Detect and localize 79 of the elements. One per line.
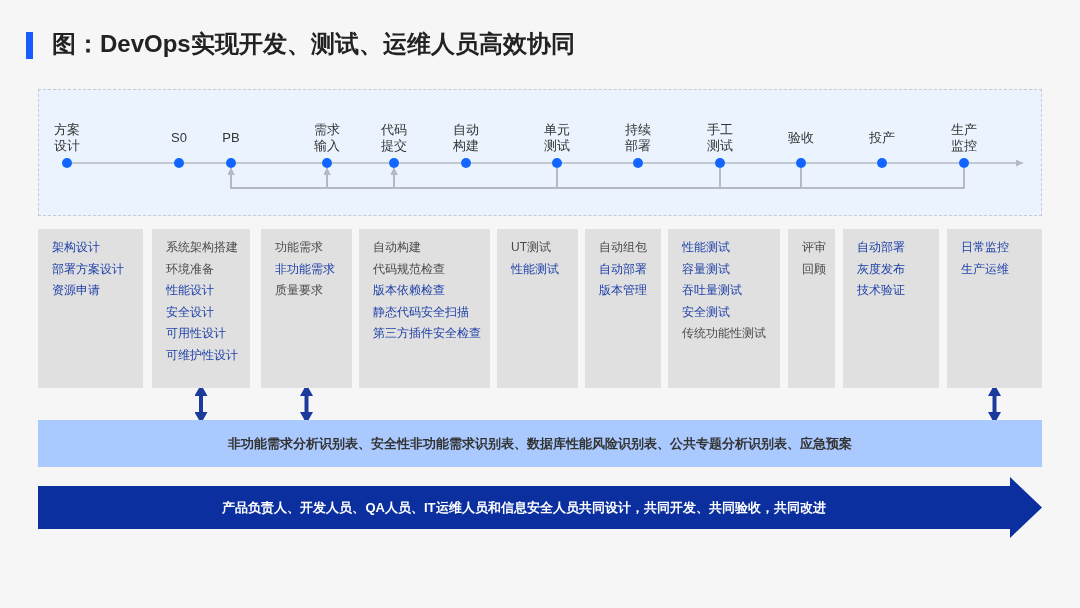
milestone-dot-icon	[322, 158, 332, 168]
list-item: 安全设计	[166, 303, 214, 321]
milestone-label: 需求输入	[313, 122, 341, 154]
list-item: 吞吐量测试	[682, 282, 742, 299]
list-item: 版本依赖检查	[373, 282, 445, 299]
timeline-line	[398, 162, 462, 164]
timeline-line	[724, 162, 797, 164]
timeline-line	[183, 162, 227, 164]
timeline-line	[561, 162, 634, 164]
list-item: UT测试	[511, 239, 551, 256]
milestone-dot-icon	[461, 158, 471, 168]
list-item: 系统架构搭建	[166, 239, 238, 256]
list-item: 灰度发布	[857, 260, 905, 278]
milestone-dot-icon	[715, 158, 725, 168]
stage-card	[261, 229, 352, 388]
milestone-dot-icon	[877, 158, 887, 168]
milestone-label: 代码提交	[380, 122, 408, 154]
milestone-dot-icon	[552, 158, 562, 168]
milestone-label: 单元测试	[543, 122, 571, 154]
diagram-title: 图：DevOps实现开发、测试、运维人员高效协同	[52, 29, 575, 59]
milestone-dot-icon	[226, 158, 236, 168]
milestone-label: 投产	[869, 130, 895, 146]
list-item: 容量测试	[682, 260, 730, 278]
list-item: 传统功能性测试	[682, 325, 766, 342]
list-item: 性能设计	[166, 282, 214, 299]
list-item: 质量要求	[275, 282, 323, 299]
list-item: 技术验证	[857, 282, 905, 299]
list-item: 第三方插件安全检查	[373, 325, 481, 342]
list-item: 代码规范检查	[373, 260, 445, 278]
list-item: 功能需求	[275, 239, 323, 256]
list-item: 日常监控	[961, 239, 1009, 256]
milestone-label: 自动构建	[452, 122, 480, 154]
list-item: 可用性设计	[166, 325, 226, 342]
list-item: 资源申请	[52, 282, 100, 299]
timeline-line	[470, 162, 553, 164]
list-item: 自动组包	[599, 239, 647, 256]
milestone-dot-icon	[62, 158, 72, 168]
list-item: 静态代码安全扫描	[373, 303, 469, 321]
timeline-panel	[38, 89, 1042, 216]
milestone-label: 方案设计	[53, 122, 81, 154]
list-item: 自动部署	[599, 260, 647, 278]
timeline-line	[886, 162, 960, 164]
banner-text: 产品负责人、开发人员、QA人员、IT运维人员和信息安全人员共同设计，共同开发、共同验收，共同改进	[222, 498, 826, 517]
milestone-dot-icon	[633, 158, 643, 168]
stage-card	[947, 229, 1042, 388]
list-item: 架构设计	[52, 239, 100, 256]
list-item: 生产运维	[961, 260, 1009, 278]
milestone-label: 手工测试	[706, 122, 734, 154]
timeline-line	[642, 162, 716, 164]
stage-card	[152, 229, 250, 388]
info-band	[38, 420, 1042, 467]
list-item: 回顾	[802, 260, 826, 278]
list-item: 非功能需求	[275, 260, 335, 278]
milestone-label: 持续部署	[624, 122, 652, 154]
list-item: 自动部署	[857, 239, 905, 256]
timeline-arrow	[968, 159, 1024, 167]
list-item: 评审	[802, 239, 826, 256]
band-text: 非功能需求分析识别表、安全性非功能需求识别表、数据库性能风险识别表、公共专题分析识别表、应急预案	[228, 434, 852, 453]
milestone-label: S0	[171, 130, 187, 146]
timeline-line	[71, 162, 175, 164]
list-item: 版本管理	[599, 282, 647, 299]
list-item: 可维护性设计	[166, 346, 238, 364]
list-item: 性能测试	[682, 239, 730, 256]
list-item: 部署方案设计	[52, 260, 124, 278]
list-item: 自动构建	[373, 239, 421, 256]
milestone-dot-icon	[174, 158, 184, 168]
banner-arrow	[38, 477, 1042, 538]
timeline-line	[331, 162, 390, 164]
list-item: 安全测试	[682, 303, 730, 321]
milestone-label: 生产监控	[950, 122, 978, 154]
milestone-label: PB	[222, 130, 240, 146]
list-item: 性能测试	[511, 260, 559, 278]
list-item: 环境准备	[166, 260, 214, 278]
timeline-line	[235, 162, 323, 164]
milestone-label: 验收	[788, 130, 814, 146]
milestone-dot-icon	[796, 158, 806, 168]
timeline-line	[805, 162, 878, 164]
milestone-dot-icon	[959, 158, 969, 168]
milestone-dot-icon	[389, 158, 399, 168]
